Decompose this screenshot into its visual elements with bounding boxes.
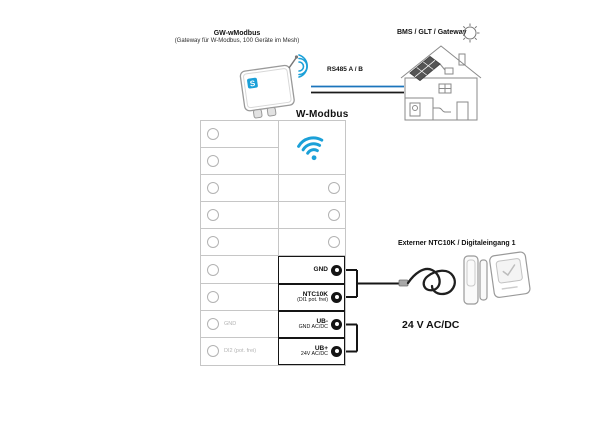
connector-label-line2: GND AC/DC — [298, 323, 328, 330]
terminal-row — [279, 202, 345, 230]
terminal-circle — [207, 209, 219, 222]
external-sensors-label: Externer NTC10K / Digitaleingang 1 — [398, 240, 516, 247]
terminal-right-column: GND NTC10K (DI1 pot. frei) UB- GND AC/DC — [278, 120, 346, 366]
terminal-circle — [328, 182, 340, 195]
solar-panel — [409, 55, 441, 82]
terminal-row — [279, 175, 345, 203]
connector-labels: UB- GND AC/DC — [299, 318, 328, 331]
connector-label-line1: GND — [313, 266, 328, 274]
connector-labels: NTC10K (DI1 pot. frei) — [297, 291, 328, 304]
wmodbus-cell — [279, 121, 345, 176]
terminal-circle — [328, 209, 340, 222]
terminal-row — [201, 284, 278, 311]
terminal-circle — [207, 155, 219, 168]
terminal-row-gnd: GND — [201, 311, 278, 338]
terminal-row — [201, 175, 278, 203]
connector-ub-minus: UB- GND AC/DC — [278, 310, 345, 338]
terminal-row — [279, 229, 345, 257]
brand-logo-letter: S — [249, 79, 256, 89]
terminal-row-di2: DI2 (pot. frei) — [201, 338, 278, 365]
house-outline — [400, 45, 482, 121]
connector-label-line1: NTC10K — [302, 290, 328, 298]
cable-gland — [252, 108, 263, 119]
terminal-left-column: GND DI2 (pot. frei) — [200, 120, 279, 366]
terminal-row — [201, 148, 278, 176]
device-subtitle: (Gateway für W-Modbus, 100 Geräte im Mes… — [174, 38, 300, 44]
building-illustration — [400, 23, 482, 121]
wmodbus-label: W-Modbus — [296, 109, 349, 120]
terminal-row — [201, 229, 278, 257]
antenna-icon — [288, 55, 299, 69]
radio-waves-icon — [298, 54, 308, 78]
ntc-probe-illustration — [398, 267, 456, 296]
connector-label-line1: UB+ — [314, 344, 328, 352]
wifi-icon — [297, 136, 324, 160]
connector-gnd: GND — [278, 256, 345, 284]
rs485-bus-lines — [311, 85, 404, 94]
terminal-circle — [207, 317, 219, 330]
terminal-circle — [207, 236, 219, 249]
terminal-circle — [207, 345, 219, 358]
connector-label-line1: UB- — [316, 317, 328, 325]
terminal-row-label: GND — [224, 320, 237, 327]
terminal-block: GND DI2 (pot. frei) — [200, 120, 346, 366]
connector-labels: GND — [314, 266, 328, 273]
bms-label: BMS / GLT / Gateway — [397, 29, 467, 36]
terminal-circle — [207, 128, 219, 141]
connector-ub-plus: UB+ 24V AC/DC — [278, 337, 345, 365]
terminal-row — [201, 202, 278, 230]
brand-logo — [247, 77, 258, 89]
terminal-circle — [328, 236, 340, 249]
cable-gland — [266, 106, 277, 117]
terminal-circle — [207, 182, 219, 195]
terminal-row — [201, 256, 278, 284]
terminal-row-label: DI2 (pot. frei) — [224, 348, 257, 355]
ntc-wire-pair — [344, 269, 399, 298]
terminal-connector-dot — [331, 264, 342, 276]
connector-label-line2: (DI1 pot. frei) — [297, 296, 328, 303]
connector-labels: UB+ 24V AC/DC — [301, 345, 328, 358]
room-sensor-illustration — [489, 251, 531, 298]
terminal-row — [201, 121, 278, 149]
gateway-device-illustration: S — [239, 54, 308, 119]
terminal-connector-dot — [331, 345, 342, 357]
device-housing: S — [239, 64, 295, 119]
rs485-label: RS485 A / B — [327, 66, 364, 73]
supply-voltage-label: 24 V AC/DC — [402, 319, 460, 331]
sensor-illustrations — [398, 251, 531, 305]
device-label-block: GW-wModbus (Gateway für W-Modbus, 100 Ge… — [152, 30, 322, 44]
terminal-circle — [207, 290, 219, 303]
terminal-connector-dot — [331, 318, 342, 330]
device-title: GW-wModbus — [213, 30, 261, 37]
terminal-circle — [207, 263, 219, 276]
connector-label-line2: 24V AC/DC — [300, 350, 328, 357]
door-contact-illustration — [463, 255, 488, 305]
terminal-connector-dot — [331, 291, 342, 303]
sun-icon — [460, 23, 480, 43]
connector-ntc10k: NTC10K (DI1 pot. frei) — [278, 283, 345, 311]
